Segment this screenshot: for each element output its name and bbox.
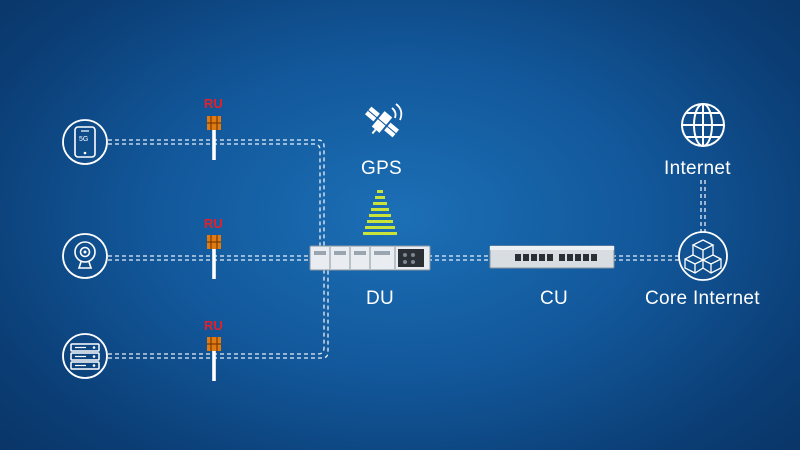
gps-signal-icon (363, 190, 397, 235)
cu-label: CU (540, 288, 569, 309)
link-server-du (108, 267, 325, 355)
internet-label: Internet (664, 158, 731, 179)
ru-antenna-icon (206, 336, 222, 382)
du-device (309, 245, 431, 271)
phone-5g-badge: 5G (79, 136, 89, 143)
connection-links (108, 139, 706, 359)
ru-label-3: RU (204, 318, 223, 333)
ru-label-1: RU (204, 96, 223, 111)
ru-label-2: RU (204, 216, 223, 231)
ru-antenna-icon (206, 234, 222, 280)
link-phone-du (108, 139, 325, 253)
cu-switch (489, 245, 615, 269)
globe-icon (681, 103, 725, 147)
core-internet-icon (678, 231, 728, 281)
core-internet-label: Core Internet (645, 288, 760, 309)
server-icon (62, 333, 108, 379)
gps-label: GPS (361, 158, 403, 179)
ru-antenna-icon (206, 115, 222, 161)
satellite-icon (364, 106, 400, 138)
camera-icon (62, 233, 108, 279)
du-label: DU (366, 288, 395, 309)
phone-icon (62, 119, 108, 165)
